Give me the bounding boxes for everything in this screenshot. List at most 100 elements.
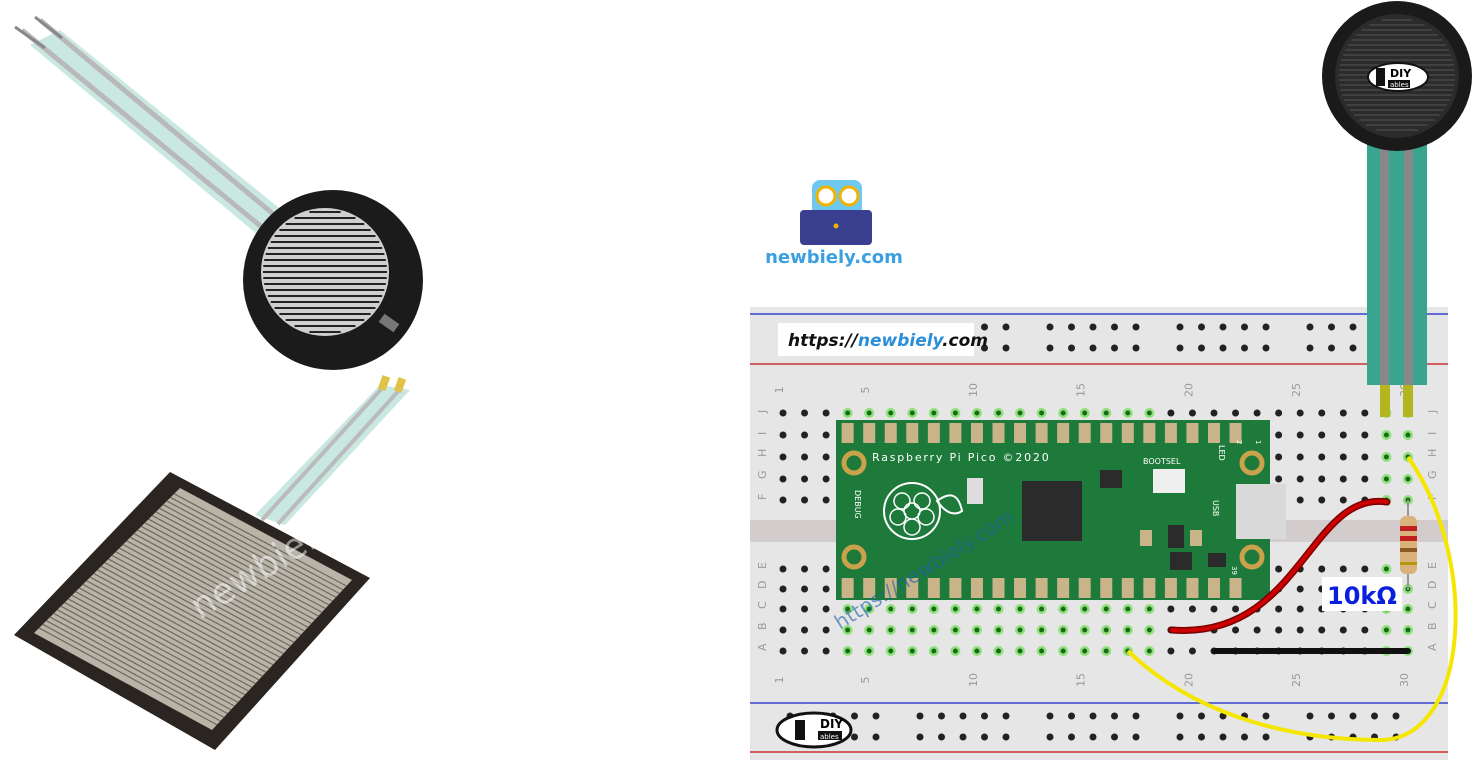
- rail-hole: [872, 733, 880, 741]
- breadboard-hole: [779, 409, 787, 417]
- row-letter: C: [1426, 601, 1439, 609]
- rail-hole: [872, 712, 880, 720]
- breadboard-hole: [1361, 475, 1369, 483]
- rail-hole: [1262, 733, 1270, 741]
- breadboard-hole: [822, 431, 830, 439]
- usb-port: [1236, 484, 1286, 539]
- rail-hole: [1219, 733, 1227, 741]
- row-letter: G: [1426, 470, 1439, 479]
- breadboard-hole: [1339, 475, 1347, 483]
- pico-pin-pad: [1057, 578, 1070, 598]
- rail-hole: [1219, 344, 1227, 352]
- pico-title: Raspberry Pi Pico ©2020: [872, 451, 1051, 464]
- breadboard-hole: [1188, 409, 1196, 417]
- rail-hole: [1241, 344, 1248, 352]
- column-number: 1: [773, 387, 786, 394]
- breadboard-hole: [779, 565, 787, 573]
- round-fsr-photo: [14, 15, 423, 370]
- rail-hole: [1328, 712, 1335, 720]
- rail-hole: [938, 712, 945, 720]
- rail-hole: [916, 712, 924, 720]
- rail-hole: [1198, 344, 1205, 352]
- pico-pin-pad: [863, 578, 876, 598]
- resistor-10k: 10kΩ: [1322, 500, 1417, 611]
- rail-hole: [959, 712, 967, 720]
- rail-hole: [1046, 344, 1054, 352]
- pico-pin-pad: [927, 423, 940, 443]
- breadboard-hole: [1318, 496, 1326, 504]
- rail-hole: [981, 712, 988, 720]
- svg-text:LED: LED: [1217, 445, 1226, 461]
- pico-pin-pad: [1143, 423, 1156, 443]
- breadboard-hole: [1167, 605, 1175, 613]
- breadboard-hole: [779, 496, 787, 504]
- rail-hole: [981, 323, 988, 331]
- pico-pin-pad: [906, 578, 919, 598]
- rail-hole: [1176, 344, 1184, 352]
- row-letter: B: [1426, 622, 1439, 630]
- breadboard-hole: [779, 585, 787, 593]
- breadboard-hole: [822, 409, 830, 417]
- breadboard-hole: [1253, 409, 1261, 417]
- breadboard-hole: [1318, 409, 1326, 417]
- breadboard-hole: [1296, 475, 1304, 483]
- breadboard-hole: [779, 475, 787, 483]
- pico-pin-pad: [1100, 578, 1113, 598]
- breadboard-hole: [801, 626, 809, 634]
- breadboard-hole: [1361, 626, 1369, 634]
- rail-hole: [1002, 344, 1010, 352]
- breadboard-hole: [1296, 453, 1304, 461]
- column-number: 10: [967, 383, 980, 397]
- svg-text:DEBUG: DEBUG: [853, 490, 862, 519]
- breadboard-hole: [801, 475, 809, 483]
- breadboard-hole: [1339, 565, 1347, 573]
- breadboard-hole: [1318, 453, 1326, 461]
- breadboard-hole: [779, 453, 787, 461]
- pico-pin-pad: [1186, 423, 1199, 443]
- breadboard-hole: [822, 626, 830, 634]
- rail-hole: [1111, 733, 1118, 741]
- breadboard-hole: [1339, 431, 1347, 439]
- rail-hole: [1349, 344, 1357, 352]
- breadboard-hole: [1232, 605, 1240, 613]
- rail-hole: [851, 733, 858, 741]
- rail-hole: [1262, 712, 1270, 720]
- row-letter: E: [1426, 562, 1439, 569]
- breadboard-hole: [801, 453, 809, 461]
- pico-pin-pad: [841, 423, 854, 443]
- breadboard-hole: [822, 475, 830, 483]
- breadboard-hole: [1339, 626, 1347, 634]
- pico-pin-pad: [1186, 578, 1199, 598]
- breadboard-hole: [1275, 565, 1283, 573]
- breadboard-hole: [1296, 605, 1304, 613]
- pico-pin-pad: [970, 423, 983, 443]
- rail-hole: [1176, 712, 1184, 720]
- rail-hole: [1176, 733, 1184, 741]
- breadboard-hole: [1361, 453, 1369, 461]
- breadboard-hole: [1210, 605, 1218, 613]
- rail-hole: [1241, 323, 1248, 331]
- rail-hole: [1002, 712, 1010, 720]
- row-letter: D: [1426, 581, 1439, 589]
- column-number: 25: [1290, 673, 1303, 687]
- pico-pin-pad: [1078, 578, 1091, 598]
- row-letter: H: [756, 449, 769, 457]
- breadboard-hole: [1339, 409, 1347, 417]
- rail-hole: [916, 733, 924, 741]
- breadboard-hole: [1296, 409, 1304, 417]
- bootsel-button[interactable]: [1153, 469, 1185, 493]
- breadboard-hole: [1296, 626, 1304, 634]
- rail-hole: [1046, 733, 1054, 741]
- svg-text:https://newbiely.com: https://newbiely.com: [788, 331, 988, 351]
- row-letter: J: [756, 410, 769, 414]
- breadboard-hole: [1296, 431, 1304, 439]
- pico-pin-pad: [949, 423, 962, 443]
- breadboard-hole: [1210, 409, 1218, 417]
- yellow-wire-1: [1126, 455, 1458, 743]
- breadboard-hole: [1361, 409, 1369, 417]
- pico-pin-pad: [1057, 423, 1070, 443]
- pico-pin-pad: [1078, 423, 1091, 443]
- rail-hole: [1198, 323, 1205, 331]
- rail-hole: [1132, 323, 1140, 331]
- breadboard-hole: [822, 496, 830, 504]
